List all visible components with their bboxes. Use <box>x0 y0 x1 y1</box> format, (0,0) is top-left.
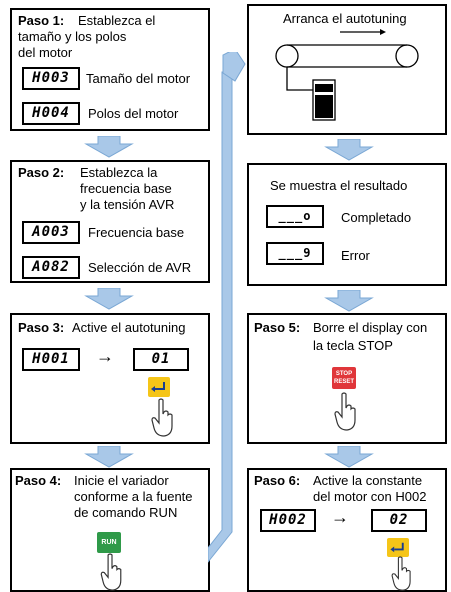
result-title: Se muestra el resultado <box>270 178 408 193</box>
step5-label: Paso 5: <box>254 320 301 335</box>
result-desc2: Error <box>341 248 370 263</box>
display-h001: H001 <box>22 348 80 371</box>
display-h002: H002 <box>260 509 316 532</box>
step3-label: Paso 3: <box>18 320 65 335</box>
connector-arrow-icon <box>208 52 246 563</box>
autotune-title: Arranca el autotuning <box>283 11 407 26</box>
step3-text: Active el autotuning <box>72 320 186 335</box>
reset-label: RESET <box>333 379 354 385</box>
enter-key-icon <box>387 538 409 557</box>
display-completed: ___o <box>266 205 324 228</box>
pointing-hand-icon <box>391 556 411 591</box>
run-button-label: RUN <box>101 539 117 546</box>
step4-text-line1: Inicie el variador <box>74 473 169 488</box>
step4-label: Paso 4: <box>15 473 62 488</box>
stop-reset-button-icon: STOP RESET <box>332 367 356 389</box>
result-desc1: Completado <box>341 210 412 225</box>
down-arrow-icon <box>84 136 134 158</box>
step2-text-line1: Establezca la <box>80 165 158 180</box>
step5-text-line2: la tecla STOP <box>313 338 393 353</box>
step2-text-line3: y la tensión AVR <box>80 197 175 212</box>
step1-text-line2: tamaño y los polos <box>18 29 127 44</box>
down-arrow-icon <box>324 290 374 312</box>
step1-desc1: Tamaño del motor <box>86 71 191 86</box>
step1-text-line1: Establezca el <box>78 13 156 28</box>
pointing-hand-icon <box>100 553 122 591</box>
step2-label: Paso 2: <box>18 165 65 180</box>
down-arrow-icon <box>84 446 134 468</box>
step2-desc2: Selección de AVR <box>88 260 192 275</box>
step6-text-line2: del motor con H002 <box>313 489 427 504</box>
step6-text-line1: Active la constante <box>313 473 423 488</box>
display-02: 02 <box>371 509 427 532</box>
step3-box <box>10 313 210 444</box>
stop-label: STOP <box>335 371 353 377</box>
step2-desc1: Frecuencia base <box>88 225 185 240</box>
display-01: 01 <box>133 348 189 371</box>
step1-label: Paso 1: <box>18 13 65 28</box>
step4-text-line2: conforme a la fuente <box>74 489 193 504</box>
autotune-box <box>247 4 447 135</box>
motor-belt-diagram-icon <box>275 29 419 121</box>
step1-text-line3: del motor <box>18 45 73 60</box>
down-arrow-icon <box>324 139 374 161</box>
down-arrow-icon <box>84 288 134 310</box>
down-arrow-icon <box>324 446 374 468</box>
step6-label: Paso 6: <box>254 473 301 488</box>
display-h004: H004 <box>22 102 80 125</box>
right-arrow-icon: → <box>96 346 114 366</box>
display-a082: A082 <box>22 256 80 279</box>
enter-key-icon <box>148 377 170 397</box>
step4-text-line3: de comando RUN <box>74 505 178 520</box>
right-arrow-icon: → <box>331 507 349 527</box>
pointing-hand-icon <box>334 392 356 431</box>
step5-text-line1: Borre el display con <box>313 320 428 335</box>
step2-text-line2: frecuencia base <box>80 181 172 196</box>
display-error: ___9 <box>266 242 324 265</box>
display-h003: H003 <box>22 67 80 90</box>
run-button-icon: RUN <box>97 532 121 553</box>
pointing-hand-icon <box>151 398 173 437</box>
step1-desc2: Polos del motor <box>88 106 179 121</box>
display-a003: A003 <box>22 221 80 244</box>
